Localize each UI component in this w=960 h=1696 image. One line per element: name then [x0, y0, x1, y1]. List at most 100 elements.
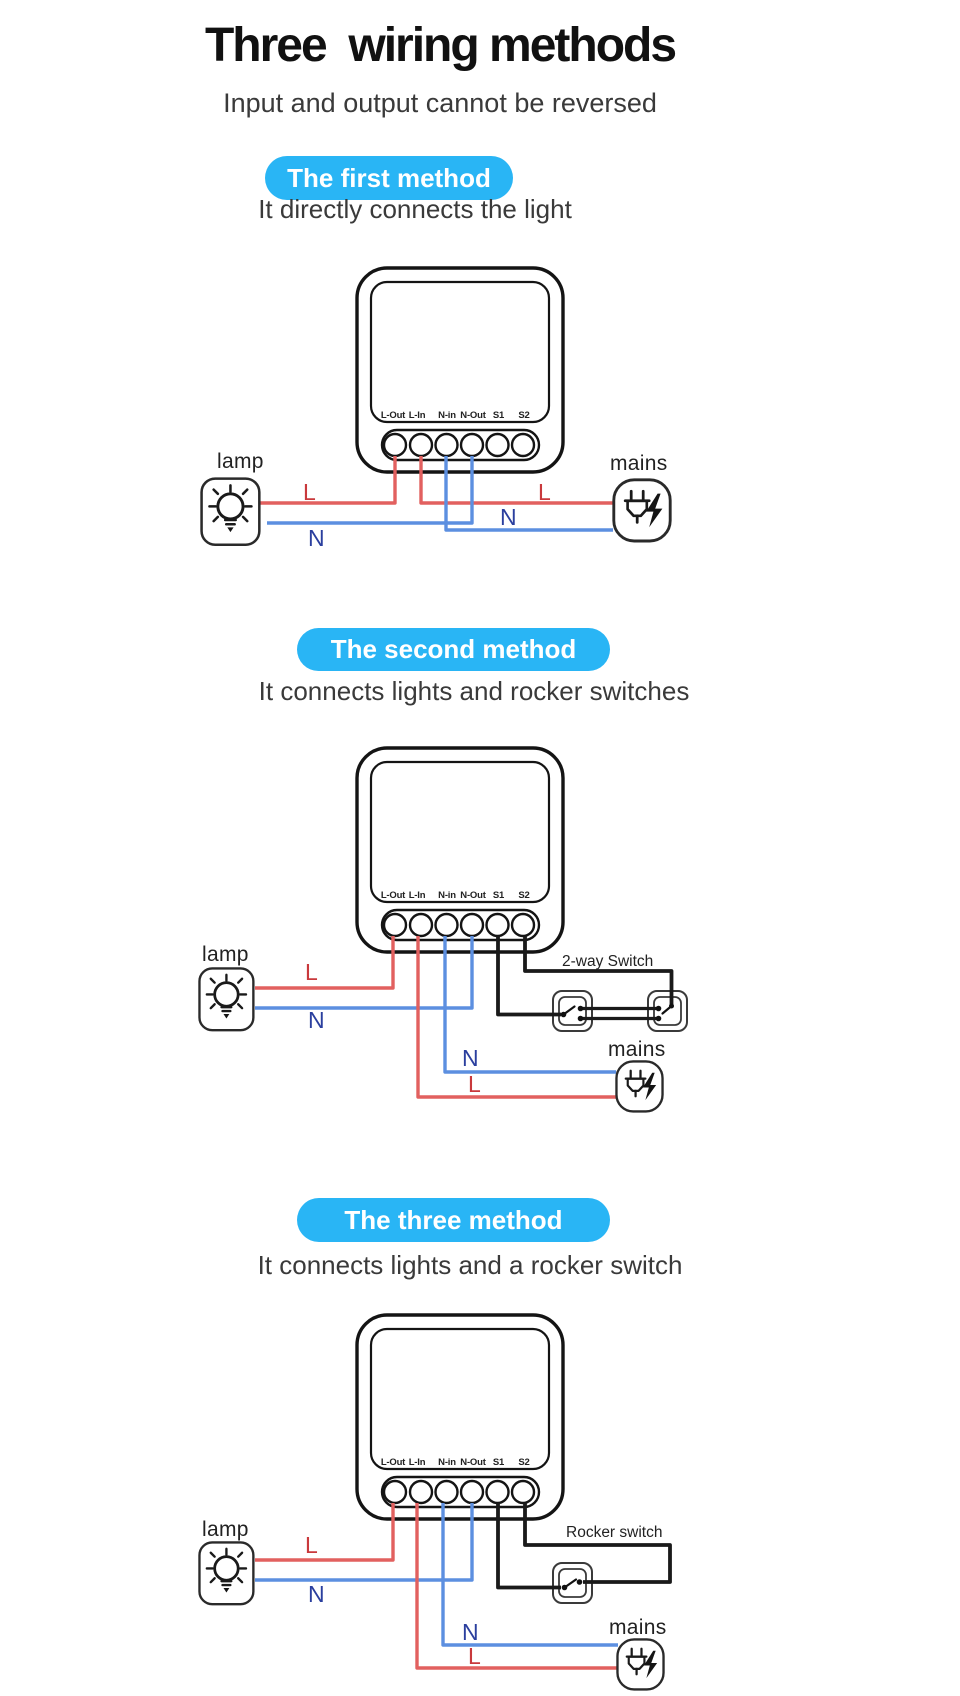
wire-neutral-to-lamp [255, 1503, 474, 1582]
terminal-label-s1: S1 [493, 1457, 505, 1468]
wire-neutral-to-mains [443, 936, 616, 1074]
page-subtitle: Input and output cannot be reversed [223, 88, 657, 118]
wire-neutral-to-lamp [267, 456, 474, 525]
wire-live-to-lamp [255, 936, 395, 990]
neutral-wire-label: N [462, 1045, 479, 1071]
wire-live-to-lamp [255, 1503, 395, 1562]
terminal-nout [459, 1479, 485, 1505]
live-wire-label: L [468, 1071, 481, 1097]
contact-dot [577, 1015, 584, 1022]
method-3-description: It connects lights and a rocker switch [257, 1250, 683, 1280]
method-2-description: It connects lights and rocker switches [258, 676, 690, 706]
live-wire-label: L [468, 1643, 481, 1669]
page-title: Three wiring methods [204, 19, 677, 72]
contact-dot [655, 1005, 662, 1012]
method-1-badge: The first method [265, 156, 513, 200]
terminal-s1 [485, 912, 510, 938]
wire-neutral-to-mains [441, 1503, 618, 1647]
terminal-label-lin: L-In [409, 1457, 426, 1468]
rocker-switch-label: Rocker switch [566, 1524, 662, 1541]
terminal-label-lout: L-Out [381, 410, 406, 421]
contact-dot [669, 1003, 674, 1009]
diagram-method-2: L-Out L-In N-in N-Out S1 S2 [198, 746, 688, 1113]
mains-label: mains [610, 452, 668, 475]
terminal-lin [408, 912, 434, 938]
wire-s1-to-switch [496, 1503, 561, 1590]
terminal-lin [408, 1479, 434, 1505]
mains-plug-icon [612, 478, 672, 543]
terminal-label-nout: N-Out [460, 890, 486, 901]
terminal-lin [408, 432, 434, 458]
lamp-label: lamp [202, 1518, 249, 1541]
method-3-badge: The three method [297, 1198, 610, 1242]
wire-s2-to-switch [523, 1503, 672, 1584]
live-wire-label: L [538, 479, 551, 505]
terminal-s1 [485, 1479, 510, 1505]
method-2-badge: The second method [297, 628, 610, 671]
contact-dot [655, 1015, 662, 1022]
terminal-label-s2: S2 [518, 890, 529, 901]
wire-s1-to-switch [496, 936, 561, 1017]
terminal-lout [382, 432, 408, 458]
terminal-label-lout: L-Out [381, 890, 406, 901]
contact-dot [576, 1579, 583, 1585]
method-1-description: It directly connects the light [258, 194, 572, 224]
terminal-lout [382, 1479, 408, 1505]
neutral-wire-label: N [308, 1581, 325, 1607]
smart-switch-device: L-Out L-In N-in N-Out S1 S2 [355, 266, 565, 474]
terminal-nin [434, 1479, 459, 1505]
neutral-wire-label: N [308, 1007, 325, 1033]
terminal-label-nout: N-Out [460, 410, 486, 421]
terminal-label-nin: N-in [438, 890, 456, 901]
diagram-method-3: L-Out L-In N-in N-Out S1 S2 [198, 1313, 672, 1691]
terminal-s2 [510, 1479, 536, 1505]
wire-s2-to-switch [523, 936, 674, 1006]
wire-live-to-mains [415, 1503, 618, 1670]
terminal-nout [459, 432, 485, 458]
terminal-label-s1: S1 [493, 410, 505, 421]
terminal-s2 [510, 912, 536, 938]
live-wire-label: L [305, 1532, 318, 1558]
traveler-wires [580, 1006, 659, 1021]
smart-switch-device: L-Out L-In N-in N-Out S1 S2 [355, 1313, 565, 1521]
wire-live-to-lamp [258, 456, 397, 505]
smart-switch-device: L-Out L-In N-in N-Out S1 S2 [355, 746, 565, 954]
terminal-label-lin: L-In [409, 890, 426, 901]
two-way-switch-label: 2-way Switch [562, 953, 653, 970]
two-way-switch-left [552, 990, 593, 1032]
lamp-icon [200, 477, 261, 547]
terminal-label-nout: N-Out [460, 1457, 486, 1468]
terminal-nin [434, 912, 459, 938]
terminal-label-s2: S2 [518, 1457, 529, 1468]
neutral-wire-label: N [462, 1619, 479, 1645]
lamp-icon [198, 967, 255, 1032]
device-face [369, 280, 551, 424]
mains-plug-icon [615, 1060, 664, 1113]
terminal-s1 [485, 432, 510, 458]
terminal-label-nin: N-in [438, 410, 456, 421]
contact-dot [561, 1584, 568, 1591]
terminal-label-lout: L-Out [381, 1457, 406, 1468]
wire-neutral-to-mains [444, 456, 613, 532]
neutral-wire-label: N [500, 504, 517, 530]
device-face [369, 760, 551, 904]
mains-plug-icon [616, 1638, 665, 1691]
terminal-label-nin: N-in [438, 1457, 456, 1468]
terminal-label-s2: S2 [518, 410, 529, 421]
neutral-wire-label: N [308, 525, 325, 551]
terminal-s2 [510, 432, 536, 458]
diagram-method-1: L-Out L-In N-in N-Out S1 S2 lamp mains L… [200, 266, 672, 551]
lamp-icon [198, 1541, 255, 1606]
mains-label: mains [609, 1616, 667, 1639]
wire-neutral-to-lamp [255, 936, 474, 1010]
lamp-label: lamp [202, 943, 249, 966]
terminal-nin [434, 432, 459, 458]
wire-live-to-mains [419, 456, 613, 505]
terminal-label-lin: L-In [409, 410, 426, 421]
contact-dot [560, 1011, 567, 1018]
lamp-label: lamp [217, 450, 264, 473]
wire-live-to-mains [416, 936, 616, 1099]
live-wire-label: L [305, 959, 318, 985]
device-face [369, 1327, 551, 1471]
